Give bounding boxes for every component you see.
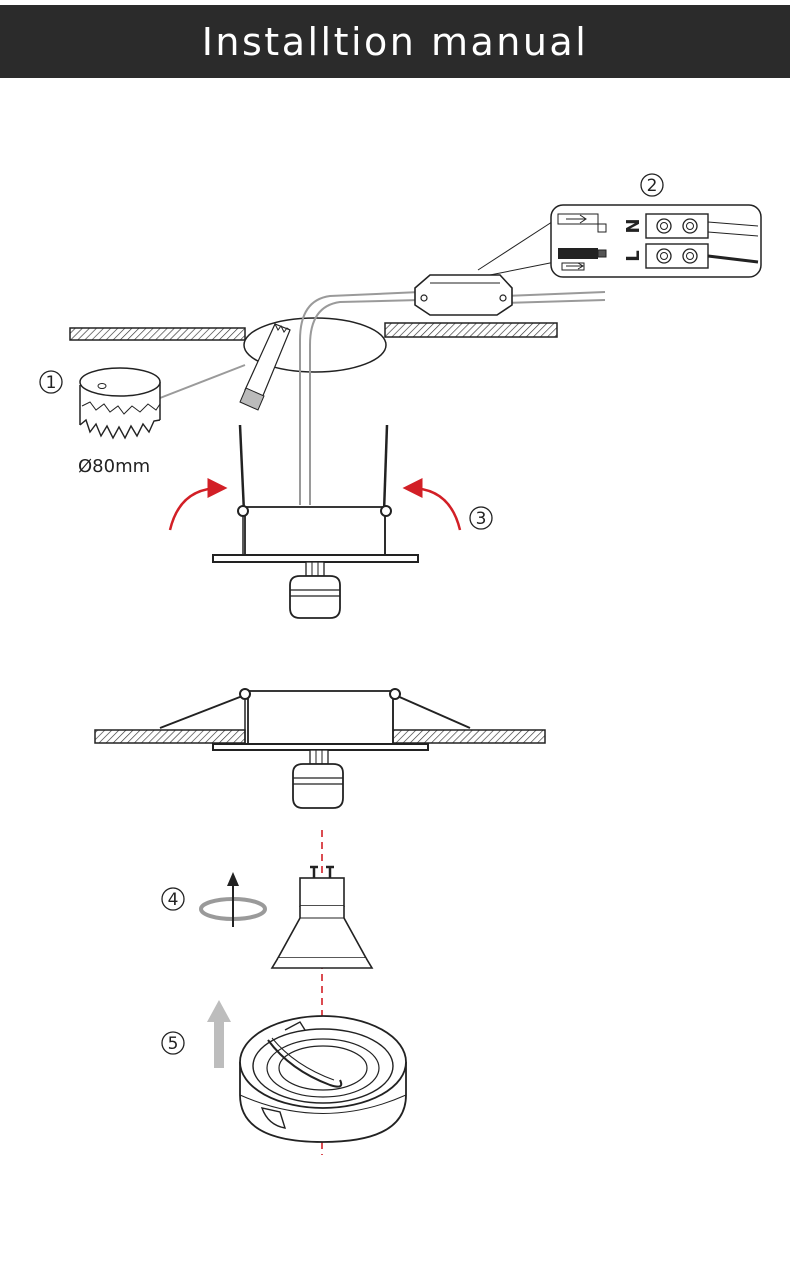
step-4-marker: 4: [161, 887, 185, 911]
step-1-number: 1: [46, 373, 57, 393]
fixture-with-springs: [212, 424, 419, 619]
ceiling-top: [69, 317, 558, 373]
title-bar: Installtion manual: [0, 5, 790, 78]
twist-arrow-icon: [199, 872, 267, 927]
step-4-number: 4: [168, 890, 179, 910]
hole-saw-icon: [79, 364, 246, 440]
right-rotate-arrow: [402, 478, 462, 531]
live-label: L: [623, 250, 644, 261]
step-5-marker: 5: [161, 1031, 185, 1055]
installed-fixture: [94, 688, 546, 809]
neutral-label: N: [623, 218, 644, 233]
left-rotate-arrow: [168, 478, 228, 531]
gu10-bulb: [270, 865, 374, 969]
trim-ring: [239, 1015, 407, 1143]
saw-icon: [239, 323, 291, 411]
step-1-marker: 1: [39, 370, 63, 394]
step-2-marker: 2: [640, 173, 664, 197]
step-3-marker: 3: [469, 506, 493, 530]
step-2-number: 2: [647, 176, 658, 196]
hole-diameter-label: Ø80mm: [78, 456, 150, 477]
terminal-block-detail: N L: [550, 204, 762, 278]
step-5-number: 5: [168, 1034, 179, 1054]
mains-wires: [299, 291, 606, 505]
up-arrow-icon: [207, 1000, 231, 1068]
junction-box: [414, 274, 513, 316]
page-title: Installtion manual: [201, 19, 589, 64]
step-3-number: 3: [476, 509, 487, 529]
